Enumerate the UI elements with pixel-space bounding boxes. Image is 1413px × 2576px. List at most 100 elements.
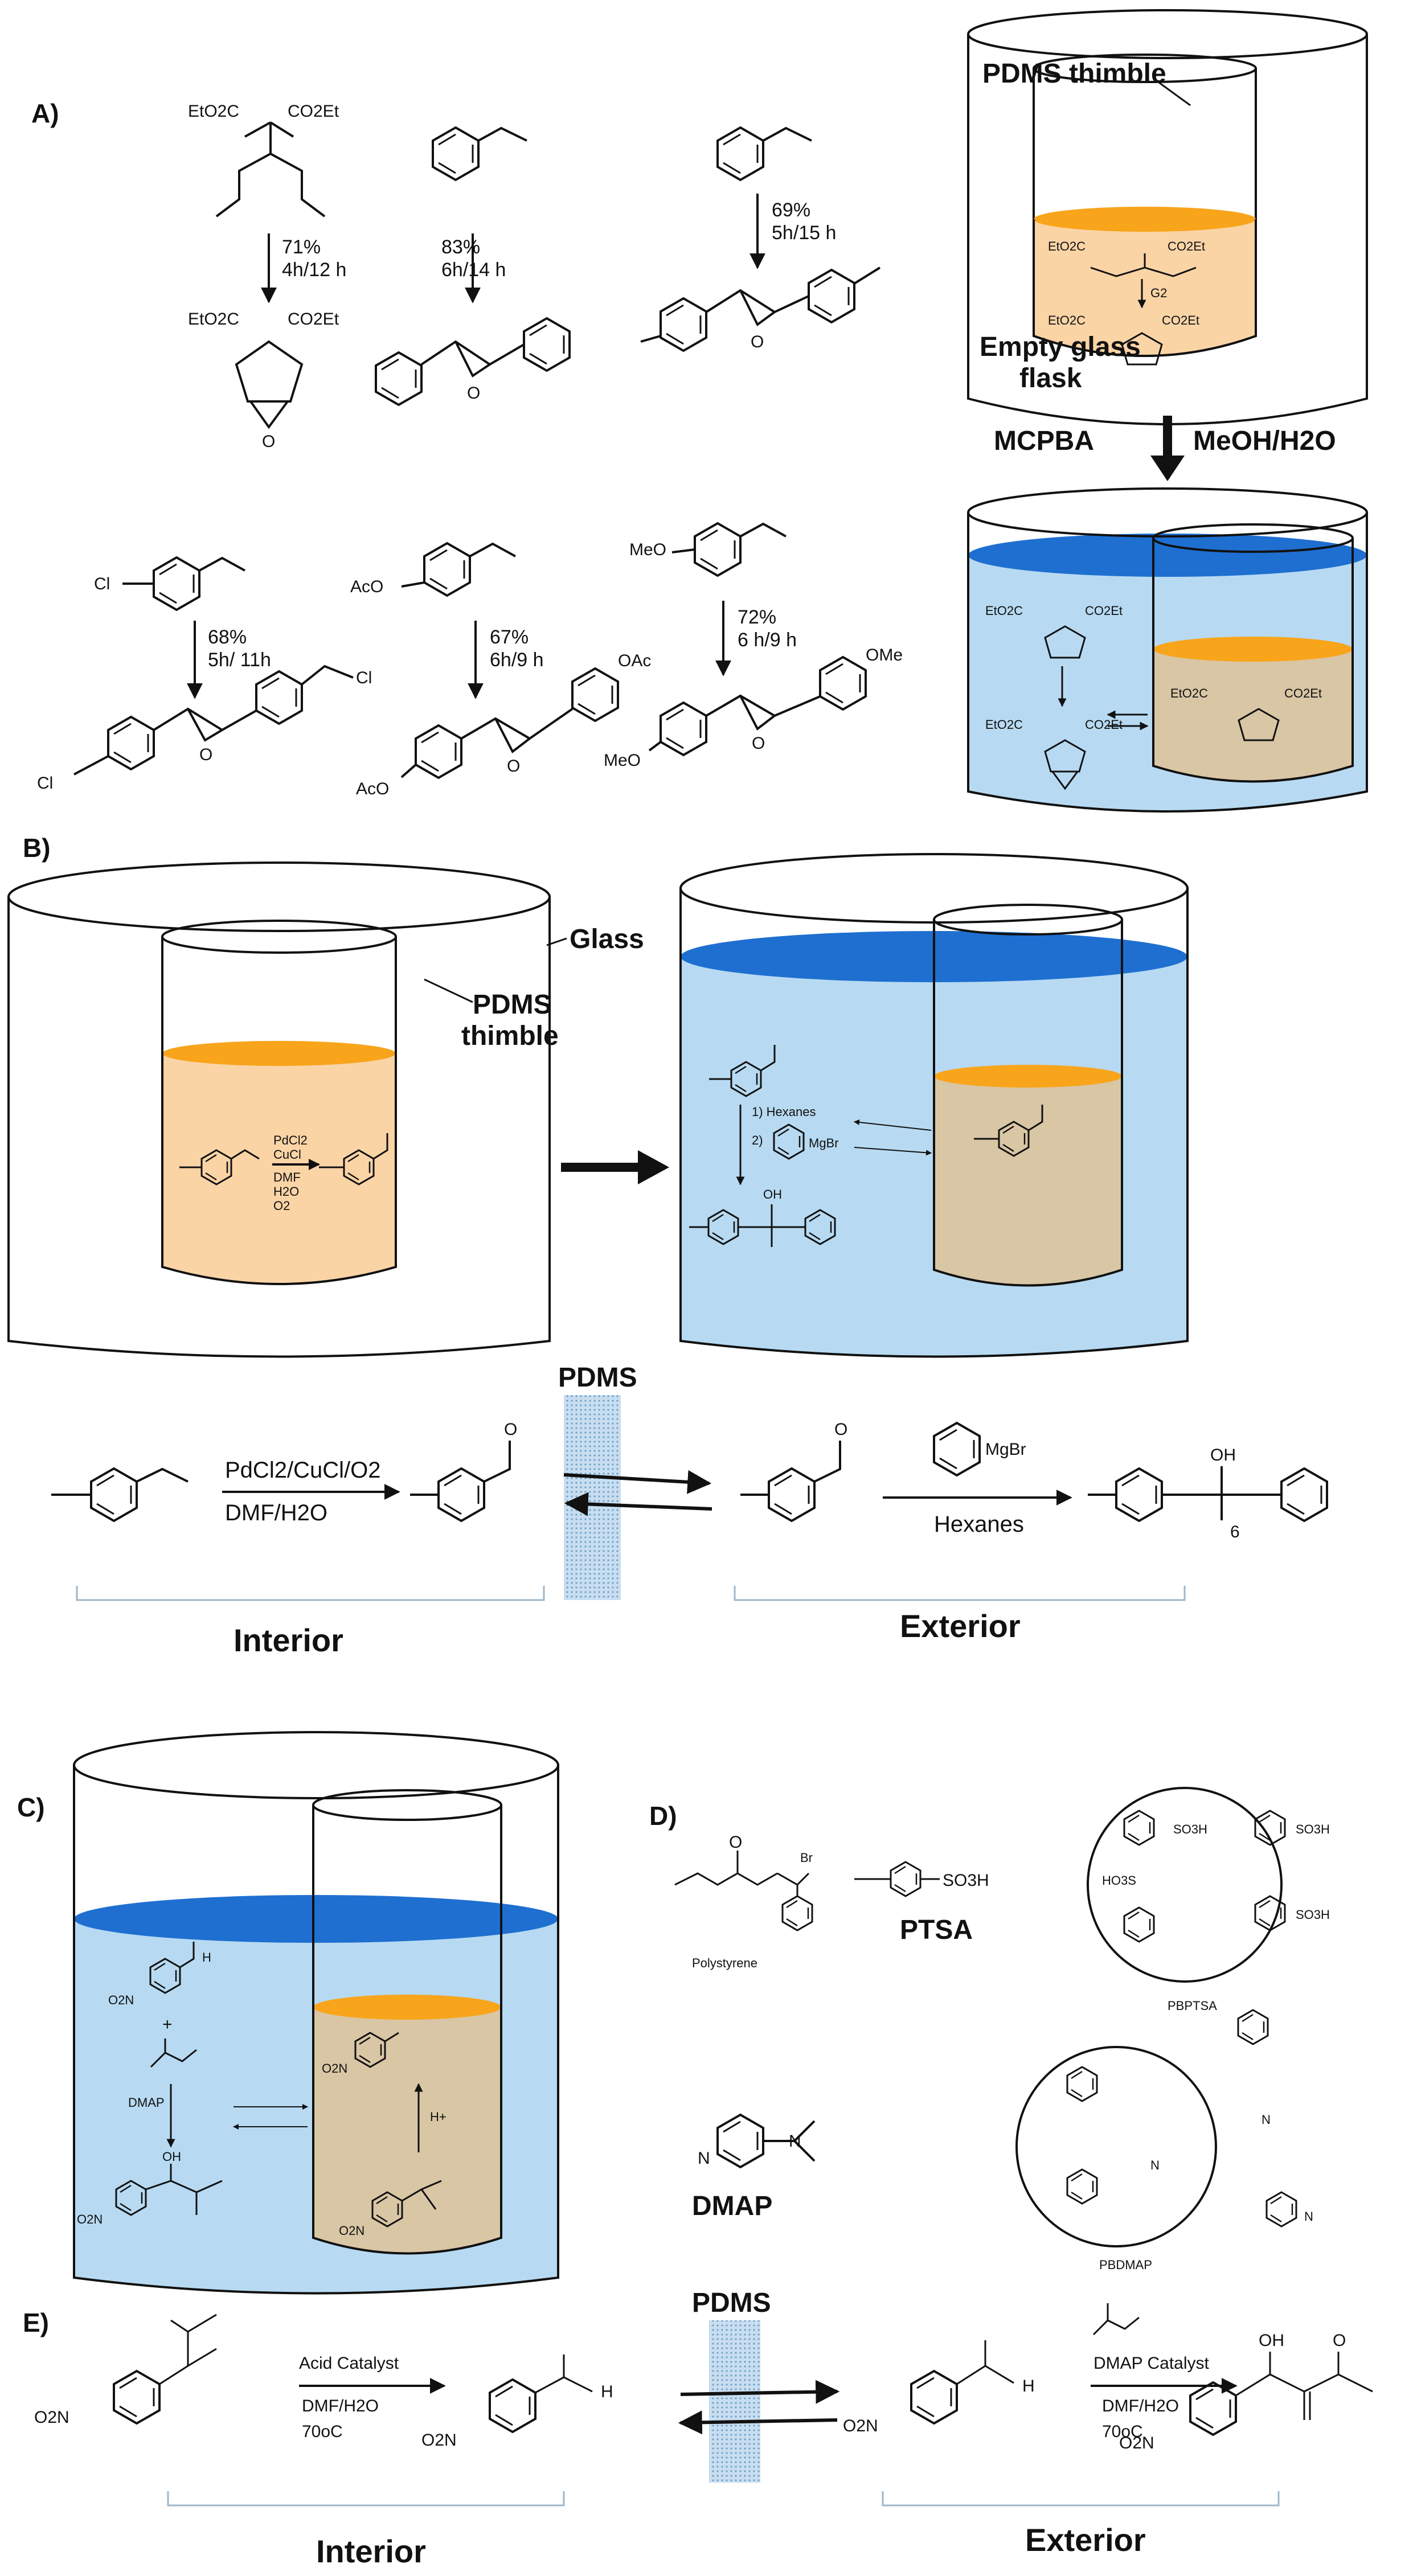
- c-h-plus: H+: [430, 2110, 447, 2124]
- inner-reagent-1: PdCl2: [273, 1133, 308, 1147]
- outer-sm-ester-left: EtO2C: [985, 604, 1023, 618]
- r1-sm-ester-left: EtO2C: [188, 102, 239, 121]
- c-no2-c: O2N: [322, 2061, 347, 2075]
- r5-pr-sub-b: OAc: [618, 651, 651, 670]
- d-br: Br: [800, 1851, 813, 1865]
- r5-time: 6h/9 h: [490, 649, 544, 671]
- r2-yield: 83%: [441, 236, 480, 258]
- r1-sm-ester-right: CO2Et: [288, 102, 339, 121]
- e-no2-c: O2N: [843, 2417, 878, 2435]
- r6-time: 6 h/9 h: [738, 629, 797, 651]
- inner-reagent-4: H2O: [273, 1184, 299, 1199]
- inner-reagent-3: DMF: [273, 1170, 301, 1184]
- scheme-solvent: Hexanes: [934, 1512, 1024, 1537]
- r5-yield: 67%: [490, 626, 529, 648]
- e-membrane: PDMS: [692, 2288, 771, 2318]
- panel-e: E) O2N Acid Catalyst DMF/H2O 70oC O2N H …: [23, 2288, 1373, 2569]
- e-solvent-2: DMF/H2O: [1102, 2397, 1179, 2415]
- pdms-membrane: [564, 1395, 621, 1600]
- reaction-1: EtO2C CO2Et 71% 4h/12 h EtO2C CO2Et O: [188, 102, 346, 451]
- empty-glass-flask: PDMS thimble EtO2C CO2Et G2 EtO2C CO2Et …: [967, 9, 1368, 425]
- r4-pr-sub-a: Cl: [37, 774, 53, 793]
- pb-ptsa-bead: [1087, 1787, 1283, 1983]
- inner-catalyst: G2: [1150, 286, 1167, 300]
- reaction-4: Cl 68% 5h/ 11h O Cl Cl: [37, 556, 372, 793]
- d-so3h: SO3H: [943, 1871, 989, 1890]
- d-pb-n1: N: [1150, 2158, 1160, 2172]
- inner-pr-ester-right: CO2Et: [1162, 313, 1199, 327]
- arrow-reagent-left: MCPBA: [994, 426, 1094, 456]
- inner-sm-ester-right: CO2Et: [1168, 239, 1205, 253]
- r3-yield: 69%: [772, 199, 810, 221]
- arrow-reagent-right: MeOH/H2O: [1193, 426, 1336, 456]
- panel-a: A) EtO2C CO2Et 71% 4h/12 h EtO2C CO2Et O…: [31, 9, 1368, 813]
- outer-pr-ester-left: EtO2C: [985, 717, 1023, 732]
- e-pdms-membrane: [709, 2320, 760, 2483]
- d-ho3s: HO3S: [1102, 1873, 1136, 1888]
- r4-pr-sub-b: Cl: [356, 668, 372, 687]
- thimble-ester-right: CO2Et: [1284, 686, 1322, 700]
- c-oh: OH: [162, 2150, 181, 2164]
- c-no2-d: O2N: [339, 2224, 364, 2238]
- inner-reagent-5: O2: [273, 1199, 290, 1213]
- e-temp: 70oC: [302, 2422, 343, 2441]
- d-polystyrene: Polystyrene: [692, 1956, 757, 1970]
- panel-b: B) Glass PDMS thimble PdCl2 CuCl DMF H2O…: [7, 833, 1328, 1658]
- outer-oh: OH: [763, 1187, 782, 1201]
- d-pb-dmap: PBDMAP: [1099, 2258, 1152, 2272]
- c-no2-b: O2N: [77, 2212, 103, 2226]
- pb-dmap-bead: [1015, 2046, 1217, 2247]
- d-pb-n3: N: [1304, 2209, 1313, 2224]
- thimble-label-line2: thimble: [461, 1021, 559, 1051]
- flask-label-line2: flask: [1019, 363, 1082, 393]
- glass-right: 1) Hexanes 2) MgBr OH: [679, 853, 1189, 1358]
- mcpba-arrow: MCPBA MeOH/H2O: [994, 416, 1336, 481]
- d-pb-n2: N: [1262, 2113, 1271, 2127]
- scheme-exterior: Exterior: [900, 1608, 1021, 1644]
- r4-yield: 68%: [208, 626, 247, 648]
- reaction-5: AcO 67% 6h/9 h O AcO OAc: [350, 542, 651, 798]
- reaction-2: 83% 6h/14 h O: [375, 126, 571, 406]
- inner-pr-ester-left: EtO2C: [1048, 313, 1086, 327]
- e-solvent: DMF/H2O: [302, 2397, 379, 2415]
- svg-text:O: O: [467, 384, 480, 403]
- e-no2-d: O2N: [1119, 2434, 1154, 2452]
- d-dmap-n2: N: [789, 2132, 801, 2151]
- e-exterior: Exterior: [1025, 2522, 1146, 2558]
- r6-sm-sub: MeO: [629, 540, 666, 559]
- r5-sm-sub: AcO: [350, 577, 383, 596]
- d-so3h-1: SO3H: [1173, 1822, 1207, 1836]
- c-plus: +: [162, 2015, 173, 2034]
- r5-pr-sub-a: AcO: [356, 780, 389, 798]
- svg-text:O: O: [507, 757, 520, 776]
- scheme-grignard: MgBr: [985, 1440, 1026, 1459]
- filled-flask: EtO2C CO2Et EtO2C CO2Et EtO2C CO2Et: [967, 487, 1368, 813]
- r1-pr-ester-right: CO2Et: [288, 310, 339, 329]
- d-pb-ptsa: PBPTSA: [1168, 1999, 1217, 2013]
- inner-reagent-2: CuCl: [273, 1147, 301, 1162]
- r6-yield: 72%: [738, 606, 776, 628]
- inner-sm-ester-left: EtO2C: [1048, 239, 1086, 253]
- thimble-ester-left: EtO2C: [1170, 686, 1208, 700]
- d-dmap-n1: N: [698, 2149, 710, 2168]
- e-dmap-cat: DMAP Catalyst: [1093, 2354, 1210, 2373]
- svg-text:O: O: [834, 1420, 847, 1439]
- thimble-label: PDMS thimble: [982, 59, 1166, 89]
- reaction-3: 69% 5h/15 h O: [640, 126, 881, 352]
- d-dmap: DMAP: [692, 2191, 772, 2221]
- scheme-compound-no: 6: [1230, 1523, 1240, 1541]
- r1-pr-ester-left: EtO2C: [188, 310, 239, 329]
- r4-time: 5h/ 11h: [208, 649, 271, 671]
- scheme-interior: Interior: [234, 1622, 343, 1658]
- reaction-6: MeO 72% 6 h/9 h O MeO OMe: [604, 522, 903, 770]
- r4-sm-sub: Cl: [94, 575, 110, 593]
- panel-c: C) O2N H + DMAP O2N OH O2N H+ O2N: [17, 1731, 559, 2295]
- e-oh: OH: [1259, 2331, 1284, 2350]
- big-arrow: [561, 1150, 669, 1184]
- d-so3h-2: SO3H: [1296, 1822, 1330, 1836]
- glass-label: Glass: [570, 924, 644, 954]
- scheme-reagents-bottom: DMF/H2O: [225, 1500, 327, 1525]
- glass-left: Glass PDMS thimble PdCl2 CuCl DMF H2O O2: [7, 862, 644, 1358]
- svg-text:O: O: [752, 734, 765, 753]
